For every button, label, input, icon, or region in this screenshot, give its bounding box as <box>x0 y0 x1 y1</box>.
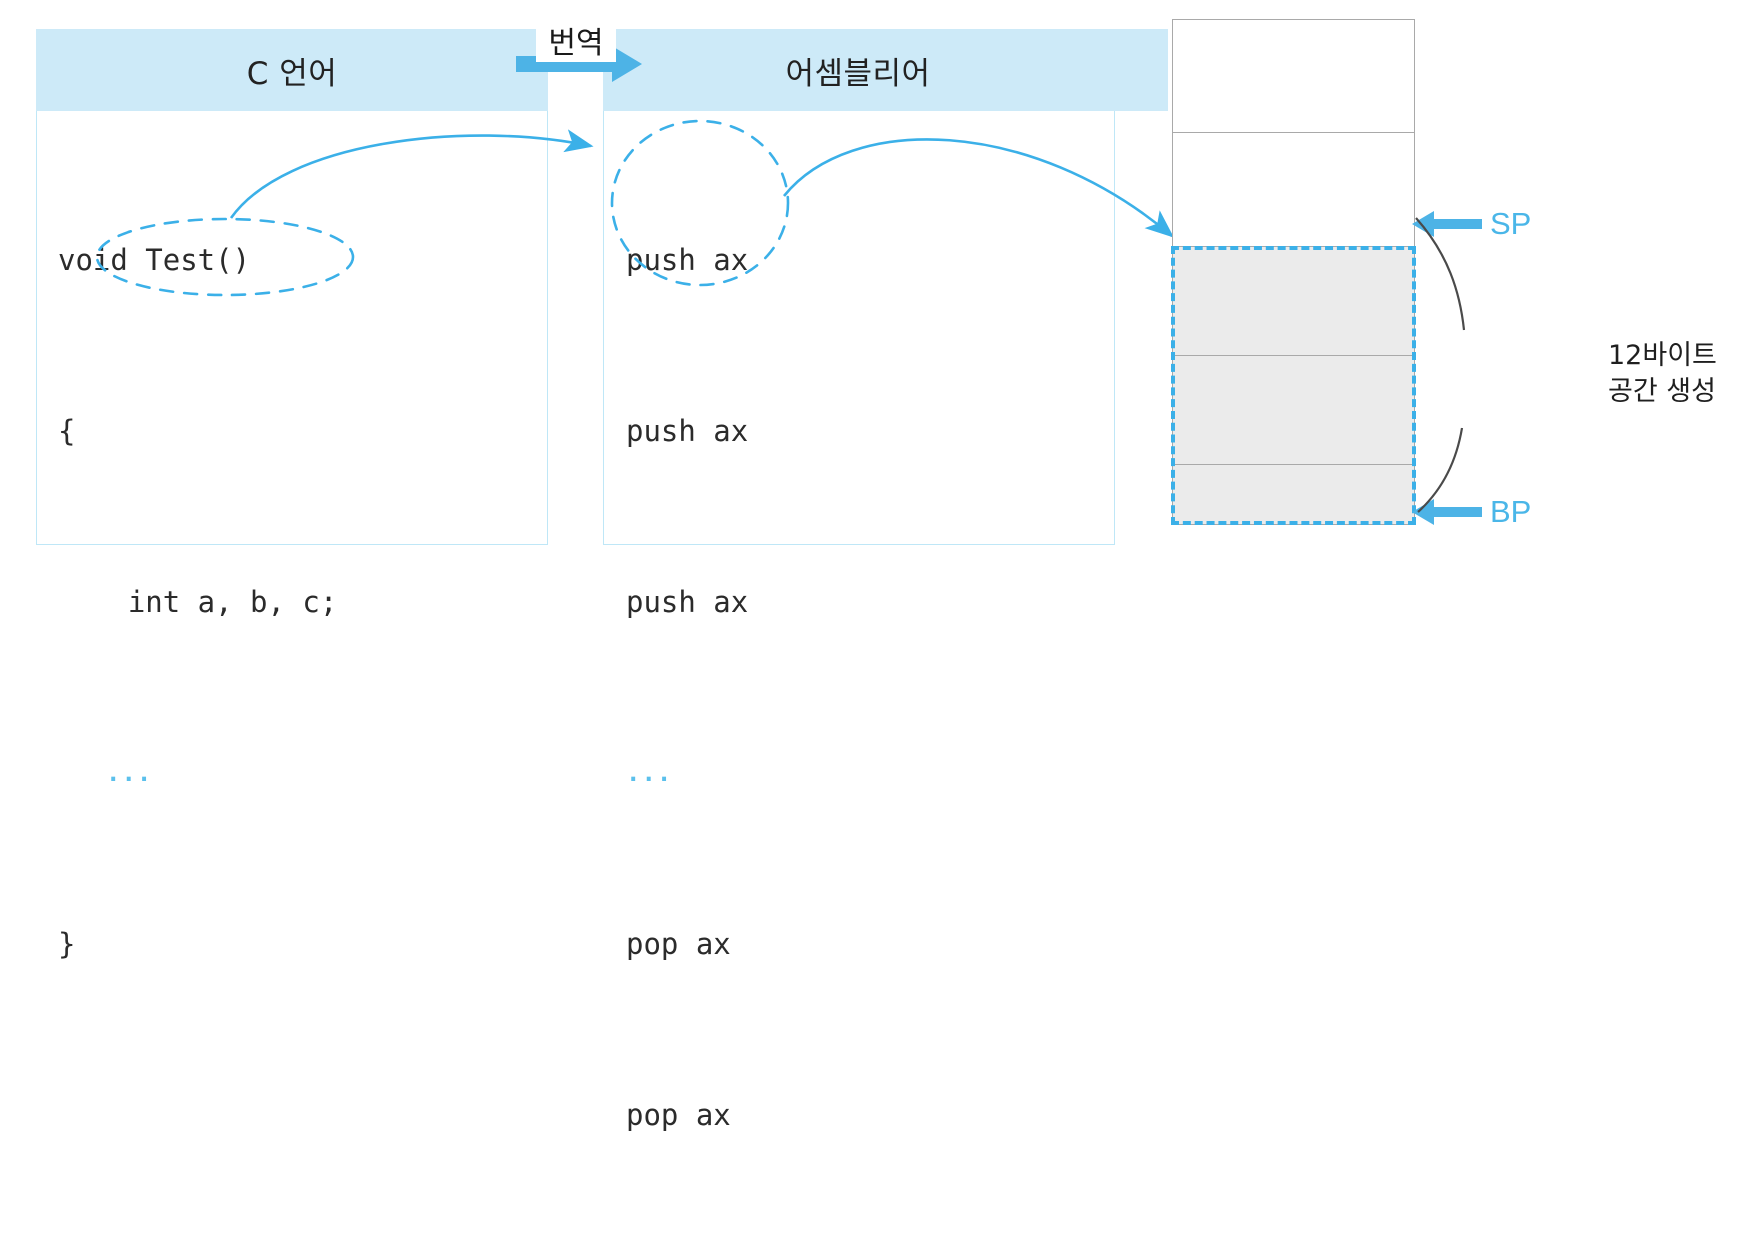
sp-arrow-icon <box>1412 211 1482 237</box>
allocated-size-note-line1: 12바이트 <box>1608 340 1717 371</box>
assembly-panel-header: 어셈블리어 <box>603 29 1168 111</box>
c-code-ellipsis: ... <box>106 759 153 787</box>
c-source-code: void Test() { int a, b, c; ... } <box>58 118 337 1087</box>
bp-register-label: BP <box>1490 494 1532 529</box>
stack-pointer-label-group: SP <box>1412 206 1531 242</box>
stack-cell-allocated-2 <box>1172 355 1415 465</box>
allocated-size-note: 12바이트 공간 생성 <box>1608 338 1748 410</box>
stack-cell-allocated-1 <box>1172 246 1415 356</box>
c-language-panel-header: C 언어 <box>36 29 548 111</box>
bp-arrow-icon <box>1412 499 1482 525</box>
translate-gap <box>548 29 603 545</box>
asm-code-line-2: push ax <box>626 414 749 448</box>
asm-code-line-6: pop ax <box>626 1098 731 1132</box>
assembly-panel-title: 어셈블리어 <box>785 55 931 92</box>
asm-code-line-3: push ax <box>626 585 749 619</box>
assembly-source-code: push ax push ax push ax ... pop ax pop a… <box>626 118 748 1248</box>
c-code-line-1: void Test() <box>58 243 251 277</box>
translate-label: 번역 <box>536 18 616 62</box>
c-code-line-5: } <box>58 927 76 961</box>
c-code-line-2: { <box>58 414 76 448</box>
allocated-size-brace <box>1415 217 1466 513</box>
stack-memory-table <box>1172 19 1415 525</box>
stack-cell-empty-1 <box>1172 19 1415 133</box>
sp-register-label: SP <box>1490 206 1532 241</box>
stack-cell-empty-2 <box>1172 132 1415 247</box>
asm-code-line-5: pop ax <box>626 927 731 961</box>
base-pointer-label-group: BP <box>1412 494 1531 530</box>
asm-code-ellipsis: ... <box>626 759 673 787</box>
translate-arrow-icon <box>516 46 642 82</box>
stack-cell-allocated-3 <box>1172 464 1415 525</box>
c-language-panel-title: C 언어 <box>246 55 338 92</box>
allocated-size-note-line2: 공간 생성 <box>1608 376 1716 407</box>
assembly-panel <box>603 29 1115 545</box>
c-code-line-3: int a, b, c; <box>58 585 338 619</box>
diagram-canvas: C 언어 void Test() { int a, b, c; ... } 번역… <box>36 18 1748 1132</box>
asm-code-line-1: push ax <box>626 243 749 277</box>
